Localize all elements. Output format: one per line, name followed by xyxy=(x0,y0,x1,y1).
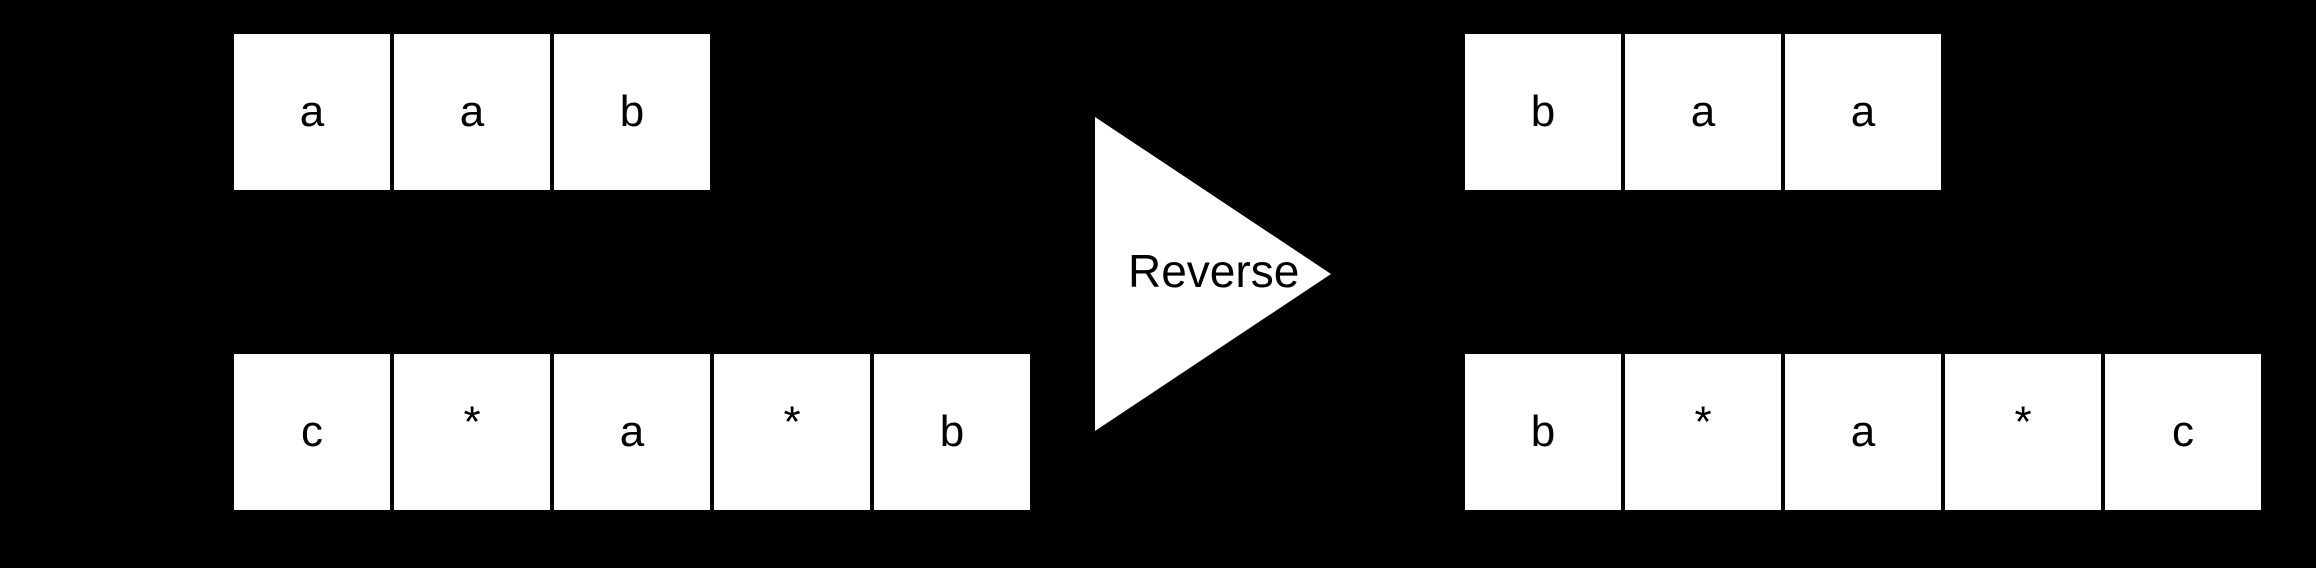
array-output-top-cell-0-value: b xyxy=(1530,87,1556,136)
array-input-bottom-cell-3: * xyxy=(714,354,874,510)
array-input-bottom-cell-1: * xyxy=(394,354,554,510)
array-output-bottom-cell-0: b xyxy=(1465,354,1625,510)
array-output-top-cell-0: b xyxy=(1465,34,1625,190)
array-output-bottom-cell-1-value: * xyxy=(1694,397,1712,447)
reverse-arrow xyxy=(1093,115,1333,433)
array-input-top-cell-0-value: a xyxy=(299,87,325,136)
right-triangle-icon xyxy=(1095,117,1331,431)
array-output-top-cell-1-value: a xyxy=(1690,87,1716,136)
array-output-bottom-cell-4: c xyxy=(2105,354,2261,510)
array-input-top-cell-1: a xyxy=(394,34,554,190)
array-input-bottom-cell-2: a xyxy=(554,354,714,510)
array-input-bottom-cell-4-value: b xyxy=(939,407,965,456)
array-input-top-cell-1-value: a xyxy=(459,87,485,136)
array-output-top-cell-1: a xyxy=(1625,34,1785,190)
array-output-bottom-cell-2-value: a xyxy=(1850,407,1876,456)
array-output-bottom-cell-0-value: b xyxy=(1530,407,1556,456)
array-input-top-cell-2: b xyxy=(554,34,710,190)
array-input-bottom-cell-0: c xyxy=(234,354,394,510)
array-output-bottom-cell-4-value: c xyxy=(2172,407,2194,456)
array-input-top-cell-0: a xyxy=(234,34,394,190)
array-output-bottom-cell-3: * xyxy=(1945,354,2105,510)
array-output-top-cell-2-value: a xyxy=(1850,87,1876,136)
array-input-bottom-cell-3-value: * xyxy=(783,397,801,447)
array-input-bottom-cell-2-value: a xyxy=(619,407,645,456)
array-output-top-cell-2: a xyxy=(1785,34,1941,190)
array-output-bottom-cell-2: a xyxy=(1785,354,1945,510)
array-output-bottom: b * a * c xyxy=(1465,354,2261,510)
array-input-bottom: c * a * b xyxy=(234,354,1030,510)
array-output-bottom-cell-1: * xyxy=(1625,354,1785,510)
array-input-top-cell-2-value: b xyxy=(619,87,645,136)
array-input-bottom-cell-1-value: * xyxy=(463,397,481,447)
array-input-bottom-cell-4: b xyxy=(874,354,1030,510)
array-output-bottom-cell-3-value: * xyxy=(2014,397,2032,447)
array-input-bottom-cell-0-value: c xyxy=(301,407,323,456)
